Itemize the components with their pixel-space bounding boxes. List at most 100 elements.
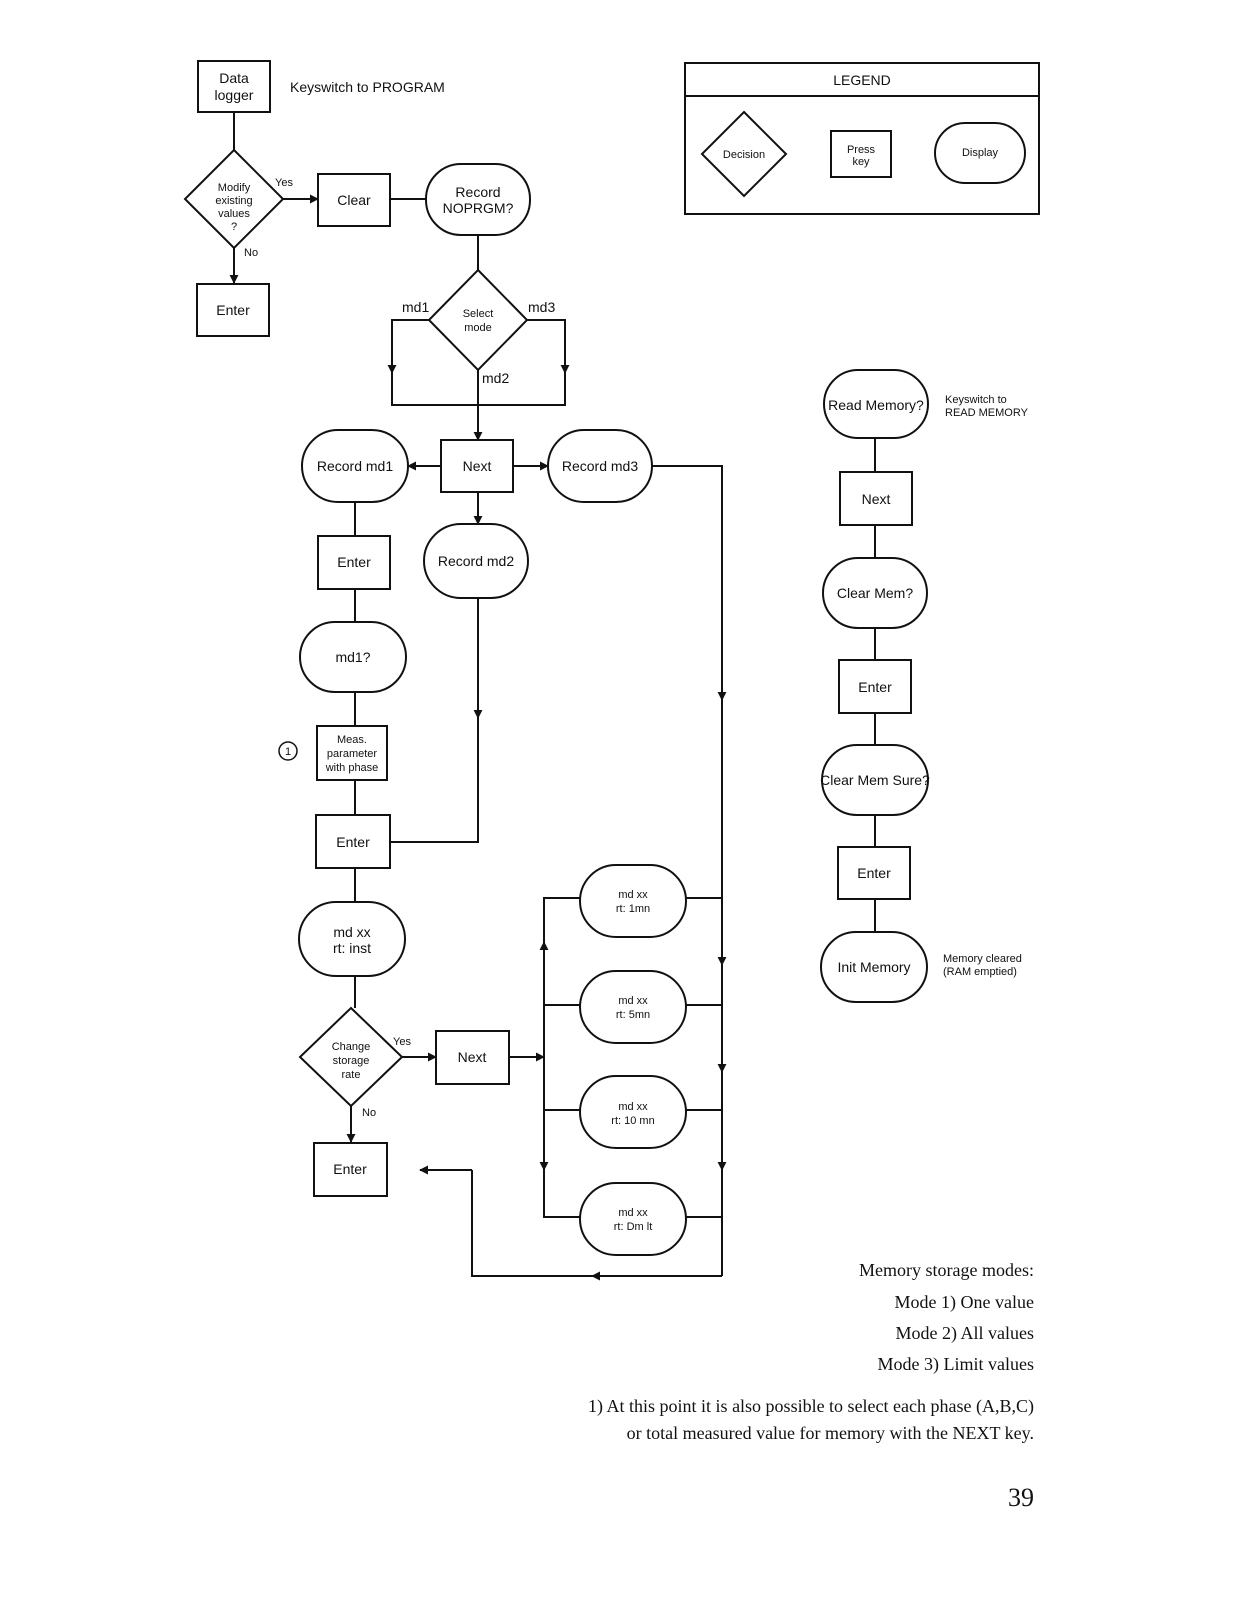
display-md1q: md1?: [299, 621, 407, 693]
record-md2-label: Record md2: [438, 553, 514, 569]
key-memory-next: Next: [839, 471, 913, 526]
footnote-line-2: or total measured value for memory with …: [627, 1423, 1034, 1443]
display-rate-1mn: md xx rt: 1mn: [579, 864, 687, 938]
rate-1mn-line-1: md xx: [618, 889, 648, 901]
key-enter-1: Enter: [196, 283, 270, 337]
footnote-line-1: 1) At this point it is also possible to …: [588, 1396, 1034, 1417]
line-bottom-return: [471, 1170, 592, 1277]
key-enter-2: Enter: [317, 535, 391, 590]
rate-5mn-line-1: md xx: [618, 995, 648, 1007]
decision-select-mode: Select mode: [427, 268, 529, 372]
legend-box: LEGEND Decision Press key Display: [684, 62, 1040, 215]
legend-press-key-line-2: key: [852, 156, 870, 168]
keyswitch-program-note: Keyswitch to PROGRAM: [290, 79, 445, 95]
select-mode-line-1: Select: [463, 308, 494, 320]
enter-3-label: Enter: [336, 834, 370, 850]
rate-10mn-line-1: md xx: [618, 1101, 648, 1113]
no-label-modify: No: [244, 247, 258, 259]
legend-press-key-line-1: Press: [847, 144, 876, 156]
decision-change-storage-rate: Change storage rate: [298, 1006, 404, 1108]
keyswitch-read-line-2: READ MEMORY: [945, 407, 1029, 419]
display-rate-10mn: md xx rt: 10 mn: [579, 1075, 687, 1149]
md2-branch-label: md2: [482, 370, 509, 386]
legend-display: Display: [934, 122, 1026, 184]
memory-enter-1-label: Enter: [858, 679, 892, 695]
enter-1-label: Enter: [216, 302, 250, 318]
key-clear: Clear: [317, 173, 391, 227]
display-record-md1: Record md1: [301, 429, 409, 503]
display-record-noprgm: Record NOPRGM?: [425, 163, 531, 236]
memory-enter-2-label: Enter: [857, 865, 891, 881]
meas-line-3: with phase: [325, 762, 379, 774]
display-md-inst: md xx rt: inst: [298, 901, 406, 977]
change-line-1: Change: [332, 1041, 371, 1053]
md1-branch-label: md1: [402, 299, 429, 315]
rate-1mn-line-2: rt: 1mn: [616, 903, 650, 915]
footnote-marker-1-label: 1: [285, 746, 291, 758]
yes-label-change: Yes: [393, 1036, 411, 1048]
md-inst-line-1: md xx: [333, 924, 370, 940]
memory-cleared-line-2: (RAM emptied): [943, 966, 1017, 978]
display-clear-mem-sure: Clear Mem Sure?: [820, 744, 930, 816]
legend-decision: Decision: [700, 110, 788, 198]
record-md1-label: Record md1: [317, 458, 393, 474]
arrow-select-md3: [527, 319, 570, 374]
node-data-logger: Data logger: [197, 60, 271, 113]
line-md2-join-enter: [390, 718, 479, 843]
decision-modify-values: Modify existing values ?: [183, 148, 285, 250]
init-memory-label: Init Memory: [837, 959, 910, 975]
noprgm-line-2: NOPRGM?: [443, 200, 514, 216]
connectors: [229, 112, 876, 1281]
modify-line-1: Modify: [218, 182, 251, 194]
modify-line-2: existing: [215, 195, 252, 207]
record-md3-label: Record md3: [562, 458, 638, 474]
key-meas-parameter: Meas. parameter with phase: [316, 725, 388, 781]
rate-10mn-line-2: rt: 10 mn: [611, 1115, 654, 1127]
keyswitch-read-line-1: Keyswitch to: [945, 394, 1007, 406]
key-next-2: Next: [435, 1030, 510, 1085]
no-label-change: No: [362, 1107, 376, 1119]
arrow-select-md1: [387, 319, 429, 374]
line-rate-1mn-left: [543, 897, 580, 1218]
next-2-label: Next: [458, 1049, 487, 1065]
footnote-marker-1: 1: [278, 741, 298, 761]
key-next-1: Next: [440, 439, 514, 493]
enter-2-label: Enter: [337, 554, 371, 570]
enter-4-label: Enter: [333, 1161, 367, 1177]
mode-3: Mode 3) Limit values: [878, 1354, 1034, 1375]
legend-decision-label: Decision: [723, 149, 765, 161]
clear-label: Clear: [337, 192, 371, 208]
modify-line-4: ?: [231, 221, 237, 233]
page-number: 39: [1008, 1483, 1034, 1512]
data-logger-line-2: logger: [215, 87, 254, 103]
meas-line-2: parameter: [327, 748, 377, 760]
rate-dmlt-line-1: md xx: [618, 1207, 648, 1219]
rate-dmlt-line-2: rt: Dm lt: [614, 1221, 653, 1233]
mode-1: Mode 1) One value: [895, 1292, 1034, 1313]
display-clear-mem: Clear Mem?: [822, 557, 928, 629]
display-record-md2: Record md2: [423, 523, 529, 599]
modify-line-3: values: [218, 208, 250, 220]
change-line-3: rate: [342, 1069, 361, 1081]
mode-2: Mode 2) All values: [896, 1323, 1034, 1344]
display-read-memory: Read Memory?: [823, 369, 929, 439]
md-inst-line-2: rt: inst: [333, 940, 371, 956]
md1q-label: md1?: [335, 649, 370, 665]
display-record-md3: Record md3: [547, 429, 653, 503]
memory-next-label: Next: [862, 491, 891, 507]
line-record-md3-right: [652, 465, 723, 690]
display-rate-5mn: md xx rt: 5mn: [579, 970, 687, 1044]
key-memory-enter-2: Enter: [837, 846, 911, 900]
change-line-2: storage: [333, 1055, 370, 1067]
meas-line-1: Meas.: [337, 734, 367, 746]
clear-mem-sure-label: Clear Mem Sure?: [820, 772, 930, 788]
legend-title: LEGEND: [833, 72, 891, 88]
rate-5mn-line-2: rt: 5mn: [616, 1009, 650, 1021]
key-memory-enter-1: Enter: [838, 659, 912, 714]
data-logger-line-1: Data: [219, 70, 249, 86]
display-init-memory: Init Memory: [820, 931, 928, 1003]
next-1-label: Next: [463, 458, 492, 474]
yes-label-modify: Yes: [275, 177, 293, 189]
legend-display-label: Display: [962, 147, 999, 159]
